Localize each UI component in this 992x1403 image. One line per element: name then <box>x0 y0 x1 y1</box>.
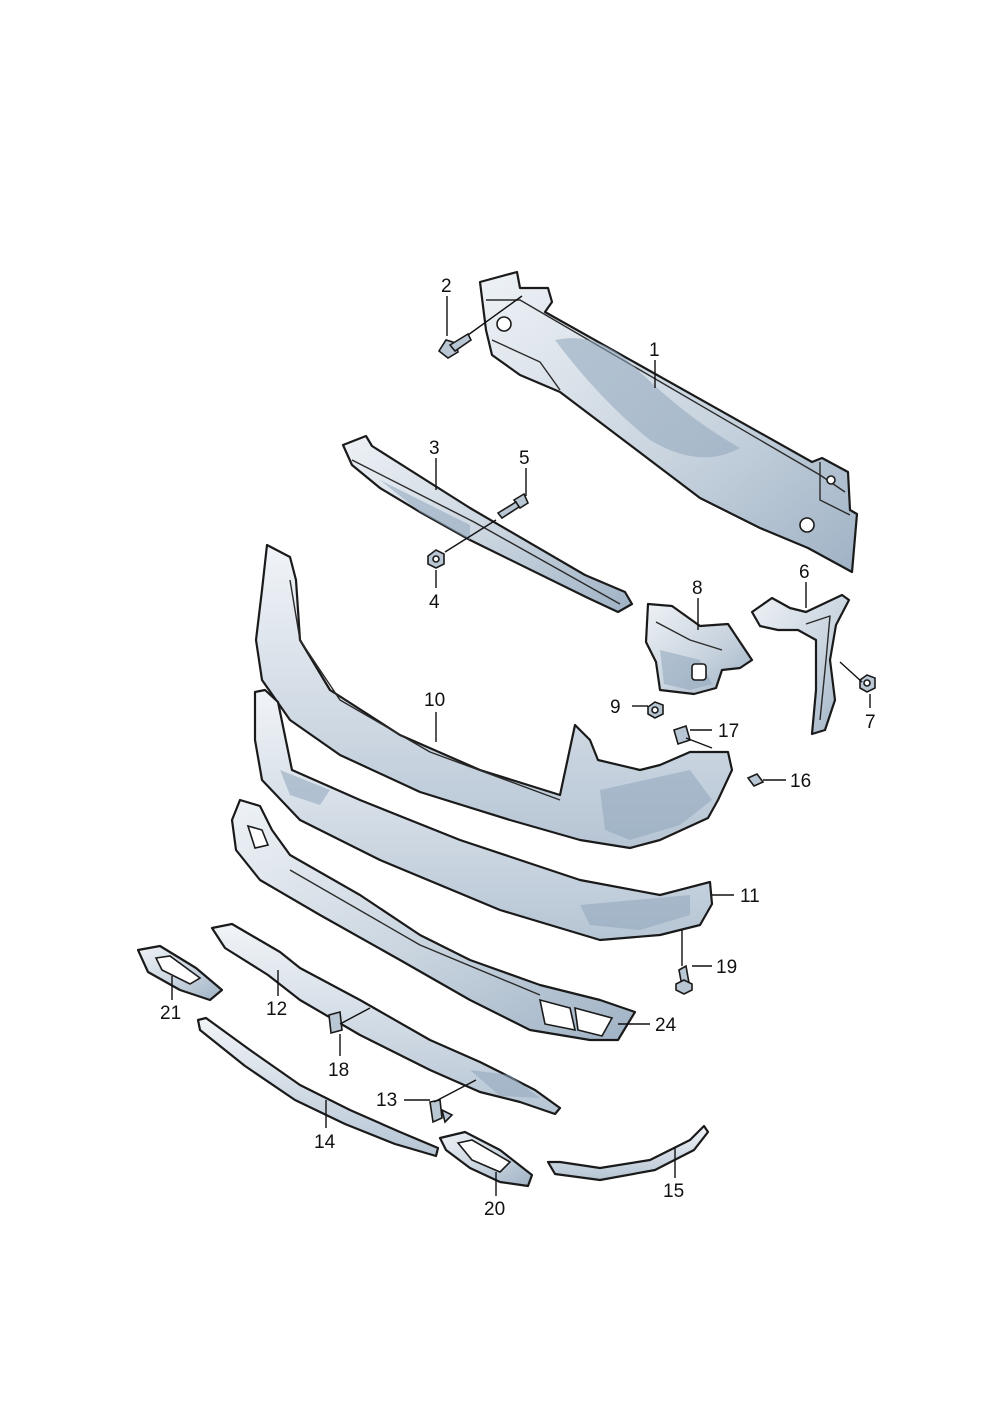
callout-16: 16 <box>790 771 811 792</box>
callout-6: 6 <box>799 562 810 583</box>
part-13-clip <box>429 1099 454 1124</box>
part-20-exhaust-trim-right <box>438 1130 534 1188</box>
callout-7: 7 <box>865 712 876 733</box>
part-14-lower-grille <box>196 1016 440 1158</box>
callout-3: 3 <box>429 438 440 459</box>
callout-18: 18 <box>328 1060 349 1081</box>
callout-17: 17 <box>718 721 739 742</box>
callout-13: 13 <box>376 1090 397 1111</box>
part-19-screw <box>675 964 693 995</box>
part-4-nut <box>427 549 445 569</box>
callout-15: 15 <box>663 1181 684 1202</box>
part-11-lower-cover <box>253 688 714 942</box>
callout-1: 1 <box>649 340 660 361</box>
callout-12: 12 <box>266 999 287 1020</box>
part-6-side-guide <box>750 593 851 736</box>
part-17-clip <box>673 724 691 746</box>
callout-20: 20 <box>484 1199 505 1220</box>
part-16-screw <box>746 773 765 787</box>
callout-9: 9 <box>610 697 621 718</box>
part-12-trim-strip <box>210 922 562 1116</box>
part-3-impact-absorber <box>341 434 634 614</box>
callout-5: 5 <box>519 448 530 469</box>
part-10-bumper-cover <box>254 543 734 850</box>
callout-14: 14 <box>314 1132 336 1153</box>
part-1-reinforcement-beam <box>478 270 859 574</box>
callout-19: 19 <box>716 957 737 978</box>
part-8-guide-bracket <box>644 602 754 696</box>
callout-2: 2 <box>441 276 452 297</box>
part-9-nut <box>647 701 664 719</box>
part-24-diffuser <box>230 798 637 1042</box>
callout-labels: 1 2 3 4 5 6 7 8 9 10 11 12 13 14 15 16 1… <box>160 276 876 1220</box>
part-21-exhaust-trim-left <box>136 944 224 1002</box>
callout-10: 10 <box>424 690 445 711</box>
part-5-bolt <box>496 492 530 520</box>
part-18-clip <box>328 1010 343 1035</box>
callout-21: 21 <box>160 1003 181 1024</box>
part-7-nut <box>859 674 876 693</box>
leader-lines <box>171 295 871 1196</box>
callout-11: 11 <box>740 886 760 907</box>
part-2-bolt <box>437 332 473 359</box>
callout-4: 4 <box>429 592 440 613</box>
part-15-chrome-strip <box>546 1124 710 1182</box>
callout-8: 8 <box>692 578 703 599</box>
callout-24: 24 <box>655 1015 677 1036</box>
